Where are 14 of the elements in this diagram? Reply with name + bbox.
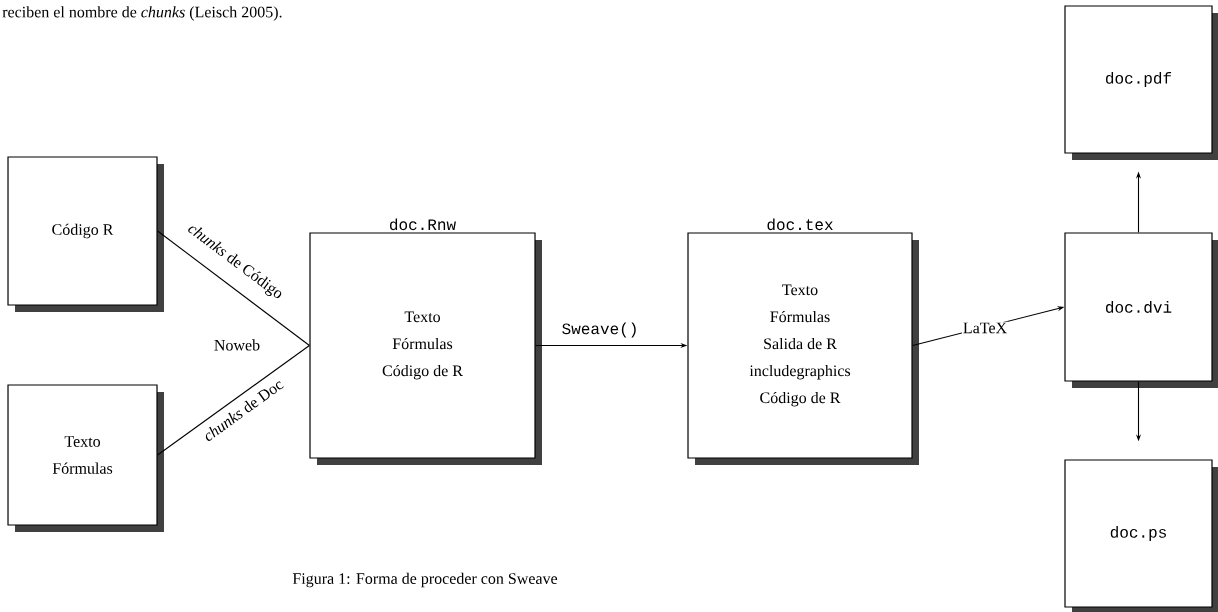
edge-label: Sweave() (560, 321, 640, 339)
file-box: doc.ps (1064, 459, 1218, 612)
edge-label: LaTeX (961, 321, 1009, 335)
file-box: Código R (7, 156, 164, 312)
file-name: doc.Rnw (390, 218, 456, 231)
file-box: Texto Fórmulas Salida de R includegraphics Código de R (687, 232, 919, 465)
note-text: reciben el nombre de chunks (Leisch 2005). (2, 6, 282, 21)
tool-name: Noweb (214, 339, 260, 351)
file-box: Texto Fórmulas Código de R (309, 232, 542, 465)
file-name: doc.tex (767, 218, 833, 231)
file-box: doc.pdf (1064, 5, 1218, 160)
file-box: Texto Fórmulas (7, 384, 164, 532)
file-box: doc.dvi (1064, 232, 1218, 388)
caption: Figura 1: Forma de proceder con Sweave (292, 572, 558, 588)
